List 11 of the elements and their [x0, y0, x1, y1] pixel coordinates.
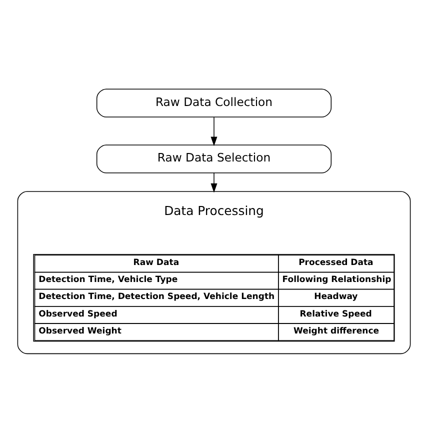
label: Observed Weight: [38, 326, 122, 336]
label: Raw Data: [133, 258, 180, 268]
label: Detection Time, Vehicle Type: [38, 274, 178, 285]
label: Relative Speed: [300, 308, 372, 319]
label: Processed Data: [298, 258, 374, 268]
label: Headway: [314, 292, 358, 302]
label: Weight difference: [294, 326, 380, 336]
label: Observed Speed: [38, 308, 118, 319]
label: Detection Time, Detection Speed, Vehicle Length: [38, 292, 275, 302]
label: Following Relationship: [282, 274, 392, 285]
node-text: Data Processing: [164, 202, 264, 218]
